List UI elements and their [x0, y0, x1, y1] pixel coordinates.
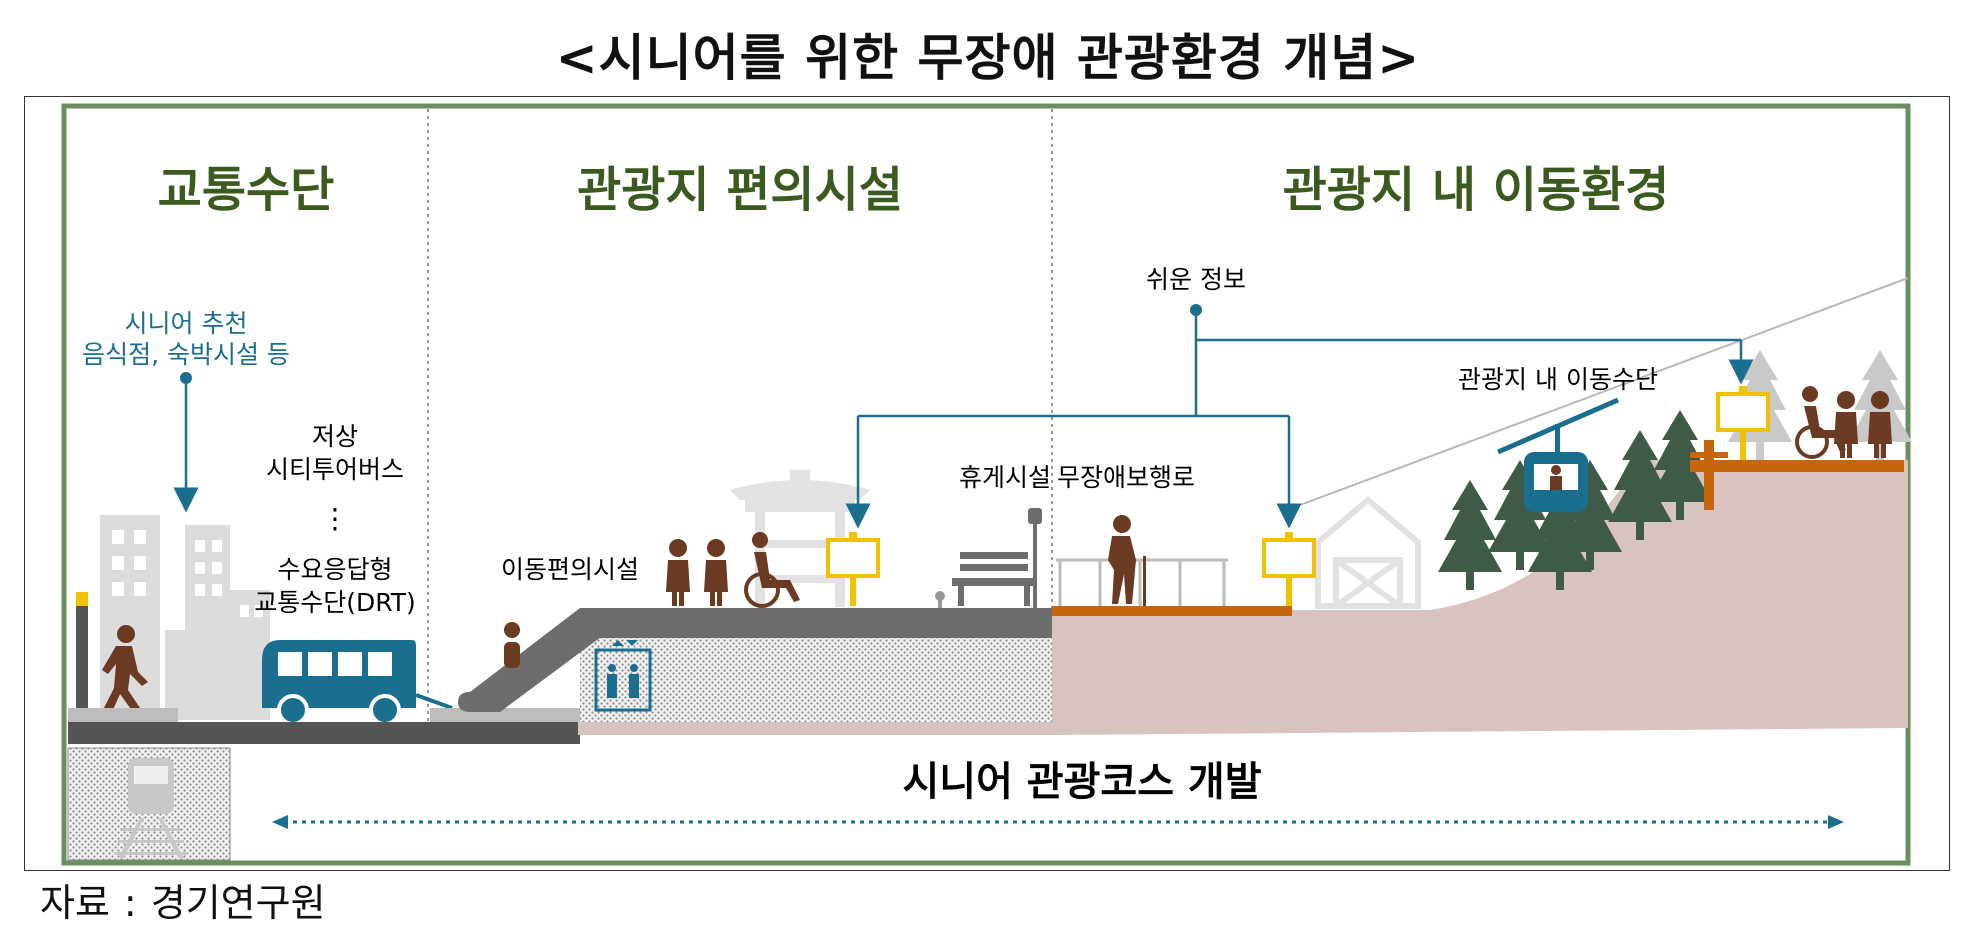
section-title-mobility: 관광지 내 이동환경 [1283, 162, 1670, 218]
escalator-person [504, 622, 520, 668]
in-site-transport-label: 관광지 내 이동수단 [1458, 365, 1658, 394]
platform-dark [430, 722, 580, 744]
drt-label-1: 수요응답형 [277, 555, 392, 584]
senior-recommend-label-2: 음식점, 숙박시설 등 [82, 340, 290, 369]
train-icon [114, 758, 188, 858]
elderly-with-cane [1108, 515, 1146, 606]
bus-icon [262, 640, 416, 726]
railing [1056, 558, 1228, 606]
cable-car-icon [1524, 424, 1588, 512]
ground-pink [578, 460, 1908, 735]
walkway-deck [1052, 606, 1292, 616]
bus-ramp [415, 693, 453, 710]
mobility-aid-label: 이동편의시설 [501, 555, 639, 584]
lamp-post-icon [1028, 508, 1042, 608]
lowfloor-label-1: 저상 [312, 422, 358, 451]
basement-dotted [580, 634, 1052, 722]
bus-stop-post [76, 592, 88, 712]
info-sign-3 [1716, 386, 1770, 460]
section-title-transport: 교통수단 [158, 162, 335, 218]
escalator [458, 608, 605, 712]
outer-frame [24, 96, 1950, 871]
diagram-title: <시니어를 위한 무장애 관광환경 개념> [555, 29, 1421, 87]
road-dark [68, 722, 433, 744]
city-buildings [100, 515, 270, 720]
building-windows [112, 530, 263, 617]
road-light [68, 708, 178, 724]
bench-icon [952, 552, 1036, 606]
cable-line [1299, 277, 1909, 506]
easy-info-dot [1190, 304, 1202, 316]
ellipsis-label: ⋮ [321, 502, 349, 535]
walking-person [102, 625, 148, 712]
platform-light [430, 708, 580, 724]
deck-crossbar [1690, 452, 1728, 458]
elevator-icon [594, 640, 652, 712]
senior-recommend-dot [180, 372, 192, 384]
section-title-convenience: 관광지 편의시설 [577, 162, 903, 218]
bus-stop-sign [76, 592, 88, 606]
wheelchair-user-1 [744, 532, 800, 608]
upper-platform [580, 608, 1052, 638]
info-sign-2 [1262, 532, 1316, 606]
lowfloor-label-2: 시티투어버스 [266, 455, 404, 484]
info-sign-1 [826, 532, 880, 606]
drt-label-2: 교통수단(DRT) [254, 588, 416, 617]
upper-deck [1690, 460, 1904, 472]
course-dev-label: 시니어 관광코스 개발 [902, 759, 1261, 805]
easy-info-connectors [845, 314, 1754, 529]
senior-recommend-label-1: 시니어 추천 [125, 309, 248, 338]
barn-icon [1315, 496, 1421, 609]
course-arrow-right [1828, 815, 1844, 829]
easy-info-label: 쉬운 정보 [1146, 265, 1246, 294]
rest-facility-label: 휴게시설 [959, 463, 1051, 492]
source-separator: : [123, 881, 137, 925]
source-name: 경기연구원 [150, 881, 326, 925]
plant-icon [935, 591, 945, 608]
people-group-1 [666, 539, 728, 606]
source-citation: 자료: 경기연구원 [40, 872, 340, 927]
barrier-free-label: 무장애보행로 [1057, 463, 1195, 492]
source-label: 자료 [40, 881, 110, 925]
deck-post [1704, 440, 1714, 510]
course-arrow-left [272, 815, 288, 829]
